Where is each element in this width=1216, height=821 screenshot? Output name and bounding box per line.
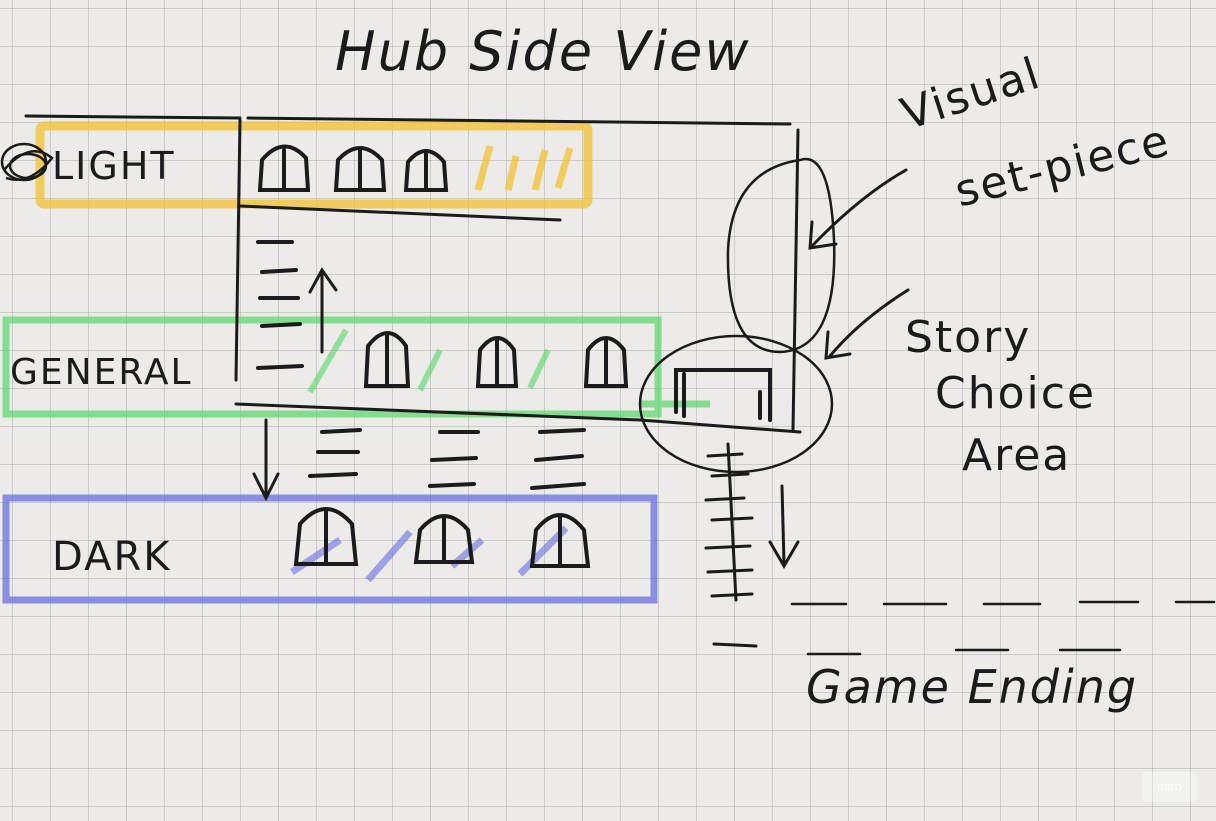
- hub-frame: [24, 114, 802, 434]
- scribble: [0, 142, 54, 182]
- annotation-game-ending: Game Ending: [806, 660, 1139, 714]
- visual-arrow: [808, 168, 908, 250]
- up-arrow: [308, 267, 338, 354]
- down-arrow: [252, 418, 280, 502]
- dark-doors: [293, 507, 591, 568]
- light-hatching: [474, 145, 574, 191]
- story-choice-outline: [638, 334, 834, 474]
- stairs-to-ending: [704, 442, 758, 648]
- annotation-story-line3: Area: [962, 430, 1072, 481]
- story-arrow: [824, 288, 910, 360]
- stairs-light-general: [256, 240, 304, 370]
- general-hatching: [307, 328, 551, 394]
- dark-level-band: [2, 494, 658, 604]
- level-label-dark: DARK: [52, 534, 172, 580]
- ending-dashes: [790, 600, 1216, 656]
- annotation-story-line1: Story: [905, 312, 1032, 363]
- story-choice-box: [674, 368, 772, 422]
- dark-hatching: [290, 525, 569, 583]
- light-doors: [257, 144, 449, 192]
- watermark: miro: [1142, 772, 1197, 802]
- general-doors: [363, 331, 629, 388]
- ending-arrow: [768, 484, 800, 569]
- level-label-general: GENERAL: [10, 352, 193, 393]
- stairs-general-dark: [308, 428, 586, 490]
- diagram-title: Hub Side View: [335, 20, 751, 83]
- light-level-band: [35, 121, 593, 209]
- annotation-story-line2: Choice: [935, 368, 1097, 419]
- level-label-light: LIGHT: [52, 144, 176, 188]
- visual-set-piece-outline: [726, 157, 836, 354]
